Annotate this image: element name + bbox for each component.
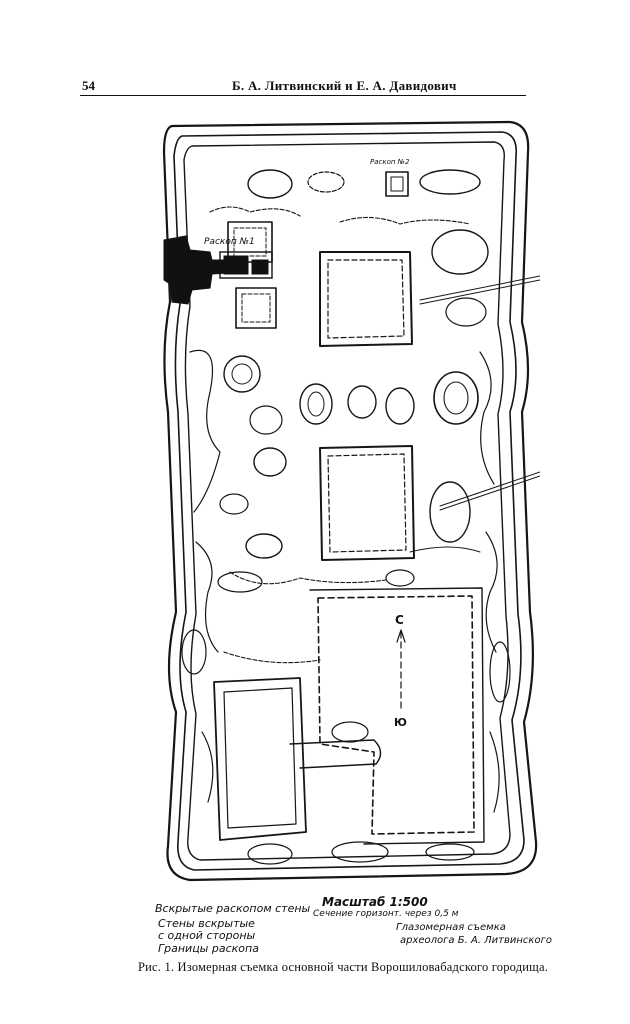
excavation-2-label: Раскоп №2 [370, 158, 410, 166]
site-plan-figure: Раскоп №1 Раскоп №2 С Ю [162, 120, 540, 882]
contour-outer-2 [173, 131, 525, 871]
south-label: Ю [394, 716, 407, 729]
legend-survey-1: Глазомерная съемка [396, 922, 506, 933]
road-north [419, 275, 540, 301]
contour-outer-3 [183, 141, 511, 861]
contour-outer-1 [162, 120, 538, 882]
legend-walls-opened: Вскрытые раскопом стены [155, 902, 311, 915]
legend-contour-interval: Сечение горизонт. через 0,5 м [313, 909, 459, 919]
south-enclosure [317, 595, 475, 835]
middle-enclosure [319, 445, 415, 561]
road-middle [439, 471, 540, 507]
legend-excavation-bounds: Границы раскопа [158, 942, 259, 955]
legend-walls-one-side-1: Стены вскрытые [158, 917, 255, 930]
legend-scale: Масштаб 1:500 [322, 895, 428, 909]
legend-survey-2: археолога Б. А. Литвинского [400, 935, 552, 946]
north-enclosure [319, 251, 413, 347]
figure-caption: Рис. 1. Изомерная съемка основной части … [138, 960, 549, 974]
header-rule [80, 95, 526, 96]
legend-walls-one-side-2: с одной стороны [158, 929, 256, 942]
page-number: 54 [82, 78, 95, 93]
north-label: С [395, 613, 404, 627]
excavation-1-area [163, 235, 269, 305]
running-head: Б. А. Литвинский и Е. А. Давидович [232, 78, 457, 93]
excavation-1-label: Раскоп №1 [204, 237, 255, 247]
